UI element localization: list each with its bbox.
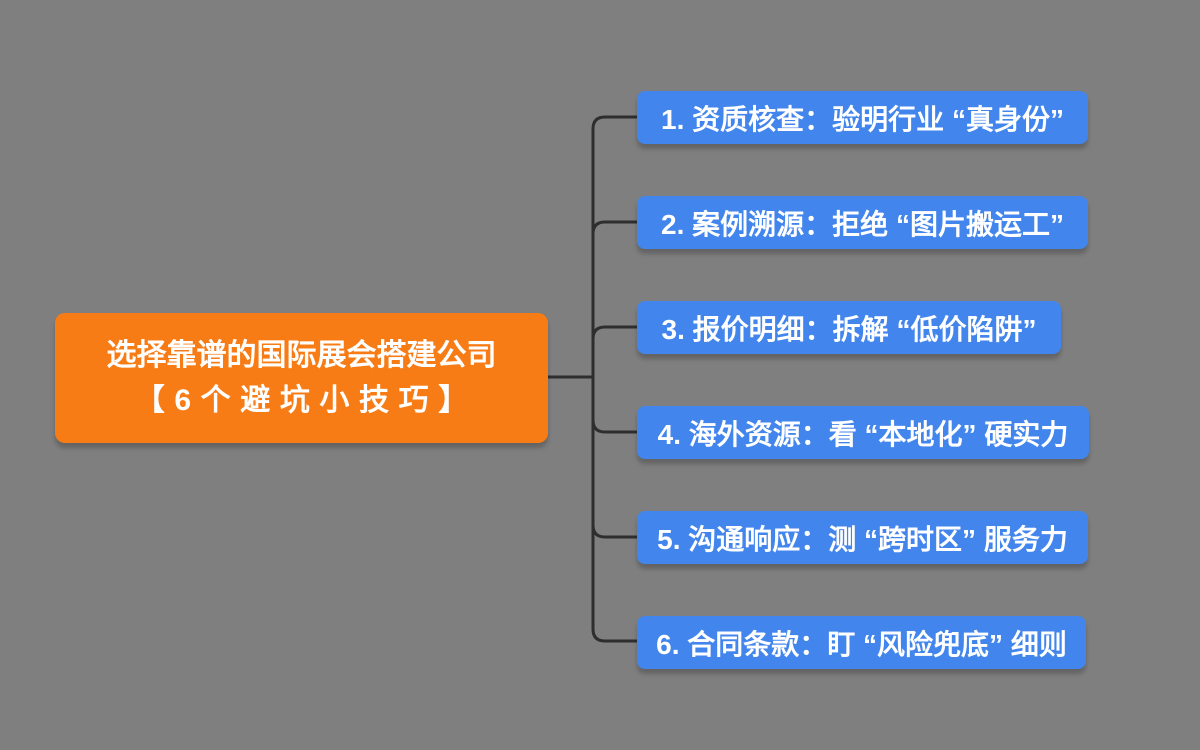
root-title-line2: 【6个避坑小技巧】 <box>134 384 478 417</box>
branch-node-3: 3. 报价明细：拆解 “低价陷阱” <box>637 301 1061 354</box>
branch-node-1: 1. 资质核查：验明行业 “真身份” <box>637 91 1088 144</box>
branch-node-5: 5. 沟通响应：测 “跨时区” 服务力 <box>637 511 1088 564</box>
branch-label-5: 5. 沟通响应：测 “跨时区” 服务力 <box>657 523 1068 555</box>
branch-label-4: 4. 海外资源：看 “本地化” 硬实力 <box>657 418 1069 450</box>
branch-node-6: 6. 合同条款：盯 “风险兜底” 细则 <box>637 616 1086 669</box>
branch-label-3: 3. 报价明细：拆解 “低价陷阱” <box>661 313 1037 345</box>
root-title-line1: 选择靠谱的国际展会搭建公司 <box>106 339 497 372</box>
branch-label-2: 2. 案例溯源：拒绝 “图片搬运工” <box>661 208 1064 240</box>
branch-node-4: 4. 海外资源：看 “本地化” 硬实力 <box>637 406 1089 459</box>
branch-label-6: 6. 合同条款：盯 “风险兜底” 细则 <box>656 628 1067 660</box>
root-node: 选择靠谱的国际展会搭建公司 【6个避坑小技巧】 <box>55 313 548 443</box>
branch-node-2: 2. 案例溯源：拒绝 “图片搬运工” <box>637 196 1088 249</box>
branch-label-1: 1. 资质核查：验明行业 “真身份” <box>661 103 1064 135</box>
